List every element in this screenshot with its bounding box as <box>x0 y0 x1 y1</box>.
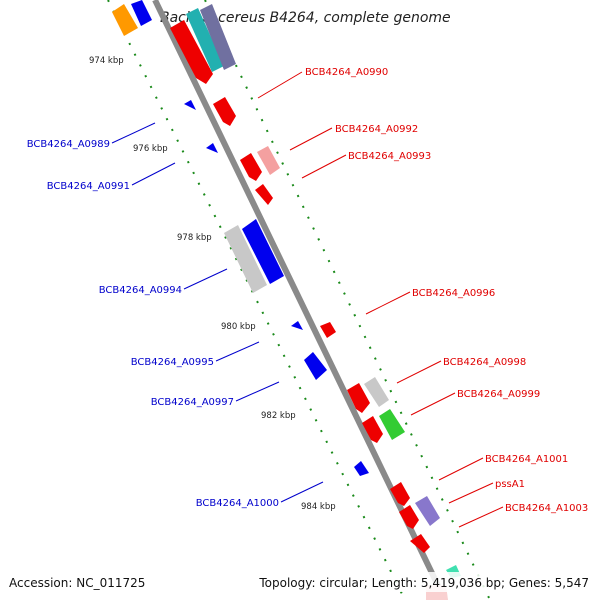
forward-label-connectors <box>257 71 504 528</box>
gene-feature-A1003[interactable] <box>415 496 440 526</box>
gene-label-A1003[interactable]: BCB4264_A1003 <box>505 503 588 514</box>
gene-label-A0994[interactable]: BCB4264_A0994 <box>99 285 182 296</box>
footer-backdrop <box>255 572 591 592</box>
scale-label-982: 982 kbp <box>261 411 296 421</box>
gene-feature-A0991[interactable] <box>206 143 218 153</box>
connector-A1003 <box>458 506 504 528</box>
scale-label-974: 974 kbp <box>89 56 124 66</box>
gene-feature-green[interactable] <box>379 409 405 440</box>
connector-A0995 <box>215 341 260 362</box>
reverse-strand-genes <box>112 0 369 476</box>
tick-tracks <box>107 0 491 600</box>
map-title: Bacillus cereus B4264, complete genome <box>160 10 451 26</box>
gene-label-A1001[interactable]: BCB4264_A1001 <box>485 454 568 465</box>
gene-feature-A1001[interactable] <box>390 482 410 506</box>
gene-label-A0999[interactable]: BCB4264_A0999 <box>457 389 540 400</box>
gene-label-pssA1[interactable]: pssA1 <box>495 479 525 490</box>
genome-summary: Topology: circular; Length: 5,419,036 bp… <box>258 576 589 590</box>
scale-label-978: 978 kbp <box>177 233 212 243</box>
gene-label-A0992[interactable]: BCB4264_A0992 <box>335 124 418 135</box>
gene-label-A0995[interactable]: BCB4264_A0995 <box>131 357 214 368</box>
gene-feature-A0989[interactable] <box>184 100 196 110</box>
connector-A0997 <box>235 381 280 402</box>
inner-tick-track <box>204 0 491 600</box>
gene-label-A1000[interactable]: BCB4264_A1000 <box>196 498 279 509</box>
connector-A0993 <box>301 154 347 179</box>
connector-A0991 <box>131 162 176 186</box>
connector-A0992 <box>289 127 333 151</box>
gene-label-A0997[interactable]: BCB4264_A0997 <box>151 397 234 408</box>
gene-feature-red-small[interactable] <box>255 184 273 205</box>
connector-A0998 <box>396 360 442 384</box>
connector-A0989 <box>111 122 156 144</box>
scale-label-980: 980 kbp <box>221 322 256 332</box>
connector-A0999 <box>410 392 456 416</box>
gene-label-A0993[interactable]: BCB4264_A0993 <box>348 151 431 162</box>
connector-A0994 <box>183 268 228 290</box>
gene-feature-teal[interactable] <box>186 8 224 72</box>
outer-tick-track <box>107 0 406 600</box>
gene-feature-large-red[interactable] <box>170 20 213 84</box>
gene-feature-red-bottom[interactable] <box>410 534 430 553</box>
forward-strand-genes <box>170 4 461 600</box>
gene-feature-A0998[interactable] <box>347 383 370 413</box>
gene-feature-A0995[interactable] <box>291 321 303 330</box>
gene-label-A0998[interactable]: BCB4264_A0998 <box>443 357 526 368</box>
gene-feature-A0992[interactable] <box>240 153 262 181</box>
connector-pssA1 <box>448 482 494 504</box>
gene-feature-A0993[interactable] <box>257 146 280 175</box>
connector-A1001 <box>438 457 484 481</box>
gene-feature-A0990[interactable] <box>213 97 236 126</box>
gene-feature-A1000[interactable] <box>354 461 369 476</box>
gene-label-A0991[interactable]: BCB4264_A0991 <box>47 181 130 192</box>
scale-label-984: 984 kbp <box>301 502 336 512</box>
gene-feature-A0999[interactable] <box>362 416 383 443</box>
gene-feature-gray-A0998[interactable] <box>364 377 389 407</box>
gene-feature-A0994[interactable] <box>242 219 284 284</box>
gene-label-A0990[interactable]: BCB4264_A0990 <box>305 67 388 78</box>
gene-label-A0996[interactable]: BCB4264_A0996 <box>412 288 495 299</box>
gene-feature-pssA1[interactable] <box>399 505 419 529</box>
gene-feature-gray-A0994[interactable] <box>224 225 267 293</box>
gene-label-A0989[interactable]: BCB4264_A0989 <box>27 139 110 150</box>
accession-label: Accession: NC_011725 <box>9 576 145 590</box>
gene-feature-orange[interactable] <box>112 4 138 36</box>
connector-A0996 <box>365 291 411 315</box>
reverse-label-connectors <box>111 122 324 503</box>
genome-backbone <box>152 0 448 600</box>
connector-A0990 <box>257 71 303 99</box>
gene-feature-blue-top[interactable] <box>131 0 152 26</box>
connector-A1000 <box>280 481 324 503</box>
gene-feature-A0997[interactable] <box>304 352 327 380</box>
scale-label-976: 976 kbp <box>133 144 168 154</box>
gene-feature-A0996[interactable] <box>320 322 336 338</box>
gene-feature-slate[interactable] <box>200 4 236 70</box>
